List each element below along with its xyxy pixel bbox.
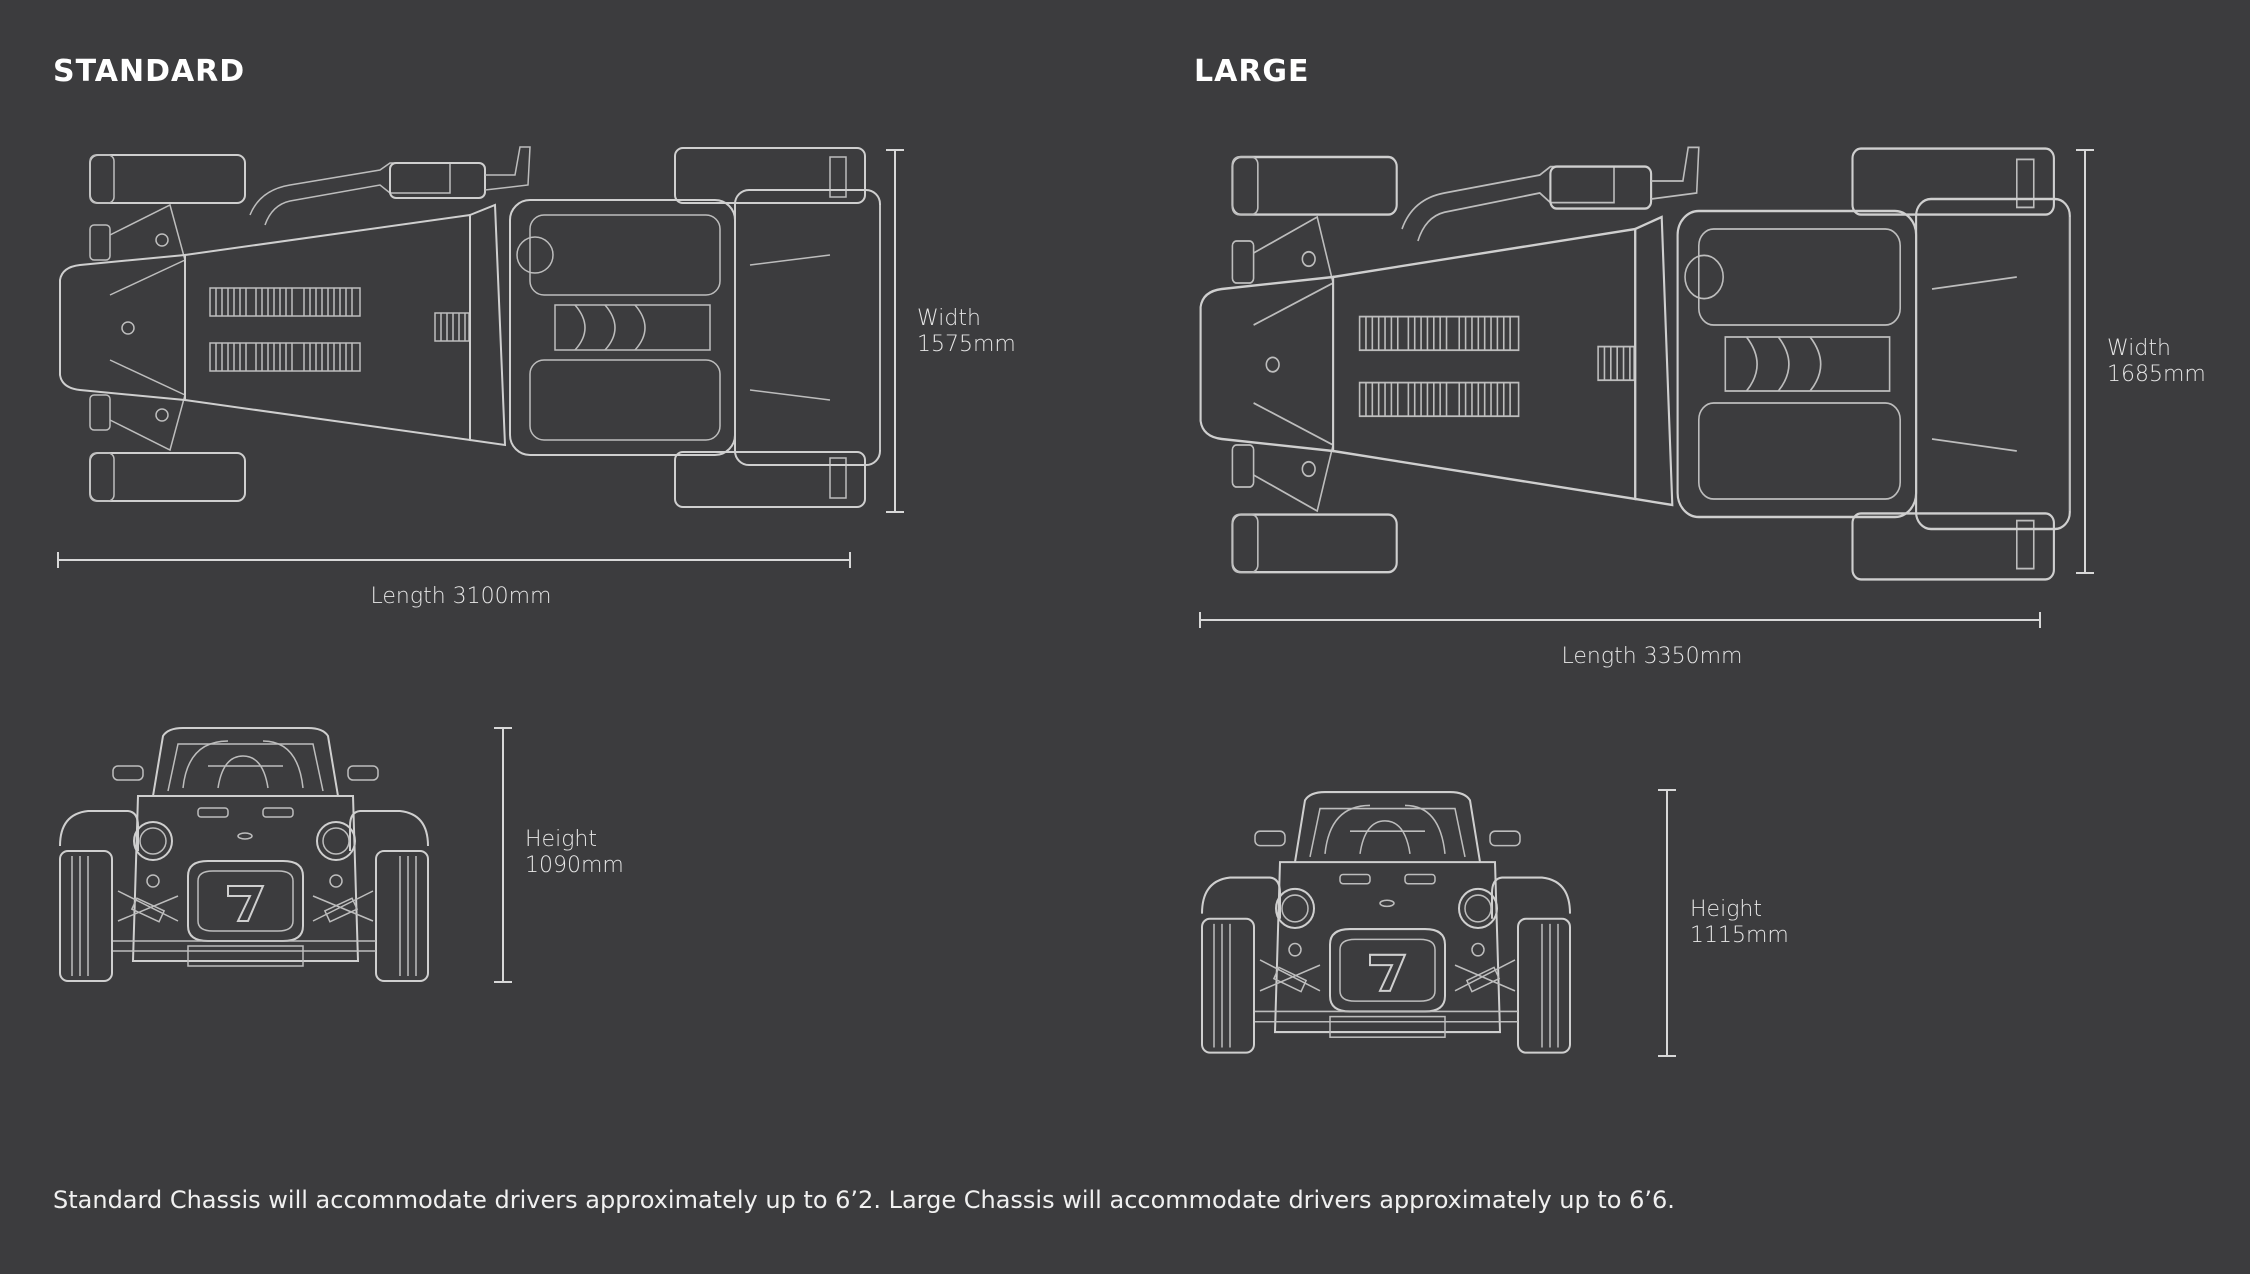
large-width-value: 1685mm [2107, 362, 2206, 387]
standard-top-view [59, 146, 881, 508]
large-width-label: Width [2107, 336, 2171, 361]
large-height-value: 1115mm [1690, 923, 1789, 948]
standard-width-label: Width [917, 306, 981, 331]
standard-height-value: 1090mm [525, 853, 624, 878]
large-chassis-title: LARGE [1194, 54, 1310, 89]
standard-front-view [59, 727, 429, 982]
standard-length-dimension-line [57, 552, 851, 568]
standard-width-value: 1575mm [917, 332, 1016, 357]
standard-height-label: Height [525, 827, 597, 852]
driver-size-footnote: Standard Chassis will accommodate driver… [53, 1186, 1675, 1214]
standard-length-label: Length 3100mm [371, 584, 552, 609]
large-front-view [1200, 791, 1572, 1054]
large-length-label: Length 3350mm [1562, 644, 1743, 669]
large-width-dimension-line [2076, 149, 2094, 574]
large-height-label: Height [1690, 897, 1762, 922]
large-length-dimension-line [1199, 612, 2041, 628]
large-height-dimension-line [1658, 789, 1676, 1057]
standard-height-dimension-line [494, 727, 512, 983]
standard-width-dimension-line [886, 149, 904, 513]
large-top-view [1199, 146, 2072, 581]
standard-chassis-title: STANDARD [53, 54, 246, 89]
